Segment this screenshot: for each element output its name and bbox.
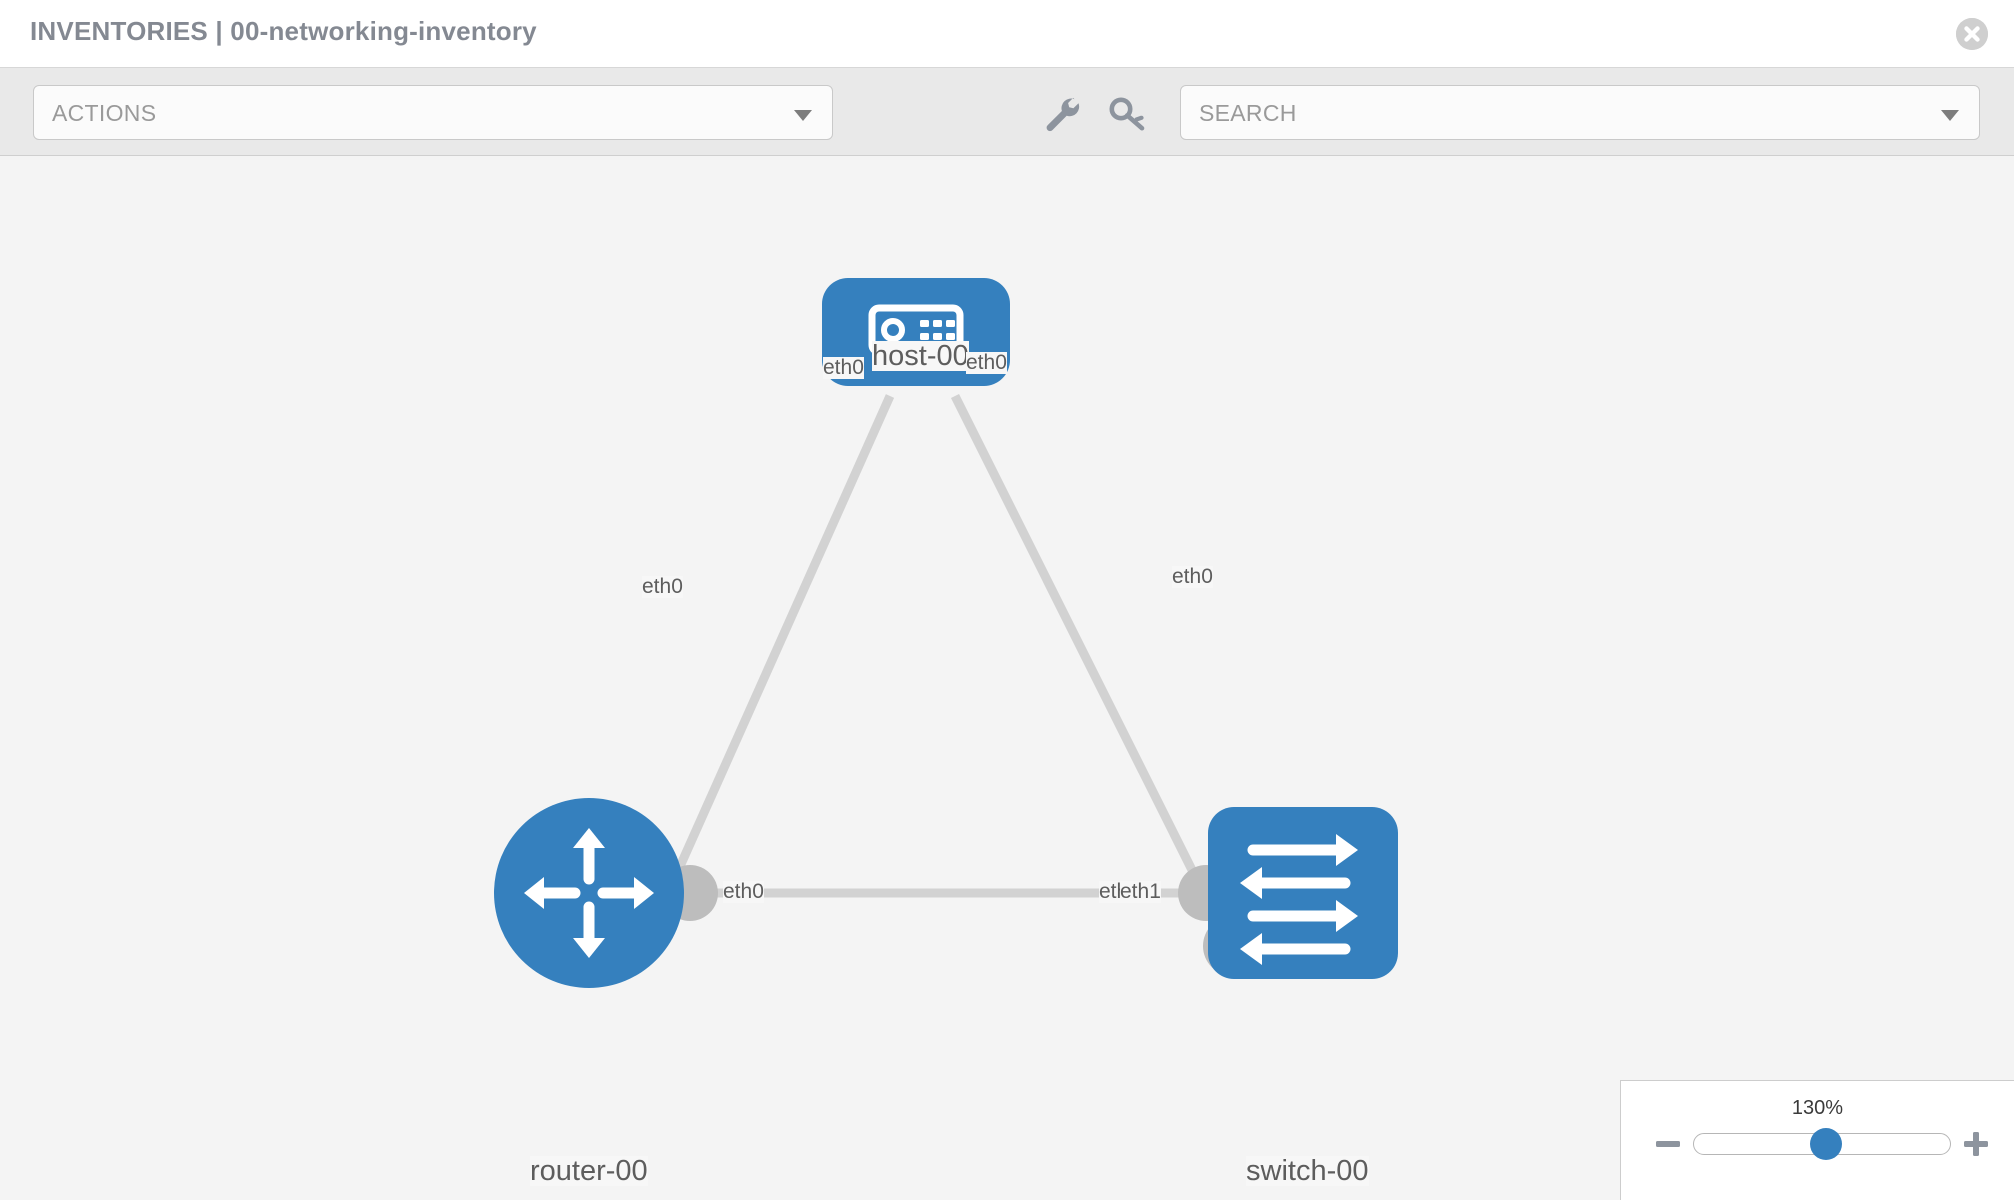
search-placeholder: SEARCH <box>1199 100 1297 126</box>
iface-label-host-eth0-right: eth0 <box>966 351 1007 375</box>
wrench-icon[interactable] <box>1038 90 1084 136</box>
link-host-switch[interactable] <box>950 393 1235 949</box>
iface-label-router-eth0: eth0 <box>723 880 764 904</box>
zoom-slider-thumb[interactable] <box>1810 1128 1842 1160</box>
plus-icon[interactable] <box>1961 1129 1991 1159</box>
chevron-down-icon <box>1941 110 1959 121</box>
iface-label-router-uplink-eth0: eth0 <box>642 575 683 599</box>
node-switch-00[interactable] <box>1208 807 1398 979</box>
topology-graph <box>494 278 1398 988</box>
minus-icon[interactable] <box>1653 1129 1683 1159</box>
iface-label-host-eth0-left: eth0 <box>823 356 864 380</box>
zoom-control-panel: 130% <box>1620 1080 2014 1200</box>
iface-label-switch-eth1: eth1 <box>1120 880 1161 904</box>
link-host-router[interactable] <box>635 394 895 958</box>
iface-label-switch-uplink-eth0: eth0 <box>1172 565 1213 589</box>
page-title: INVENTORIES | 00-networking-inventory <box>30 16 537 46</box>
search-input[interactable]: SEARCH <box>1180 85 1980 140</box>
toolbar: ACTIONS SEARCH <box>0 68 2014 156</box>
node-label-router-00: router-00 <box>530 1155 648 1187</box>
actions-dropdown[interactable]: ACTIONS <box>33 85 833 140</box>
window-header: INVENTORIES | 00-networking-inventory <box>0 0 2014 68</box>
node-label-host-00: host-00 <box>872 340 969 372</box>
actions-dropdown-label: ACTIONS <box>52 100 157 126</box>
topology-canvas[interactable]: host-00 eth0 eth0 eth0 eth0 eth0 eth eth… <box>0 156 2014 1200</box>
node-label-switch-00: switch-00 <box>1246 1155 1369 1187</box>
close-icon[interactable] <box>1956 18 1988 50</box>
key-icon[interactable] <box>1105 90 1151 136</box>
chevron-down-icon <box>794 110 812 121</box>
node-router-00[interactable] <box>494 798 684 988</box>
zoom-level-value: 130% <box>1791 1097 1844 1119</box>
